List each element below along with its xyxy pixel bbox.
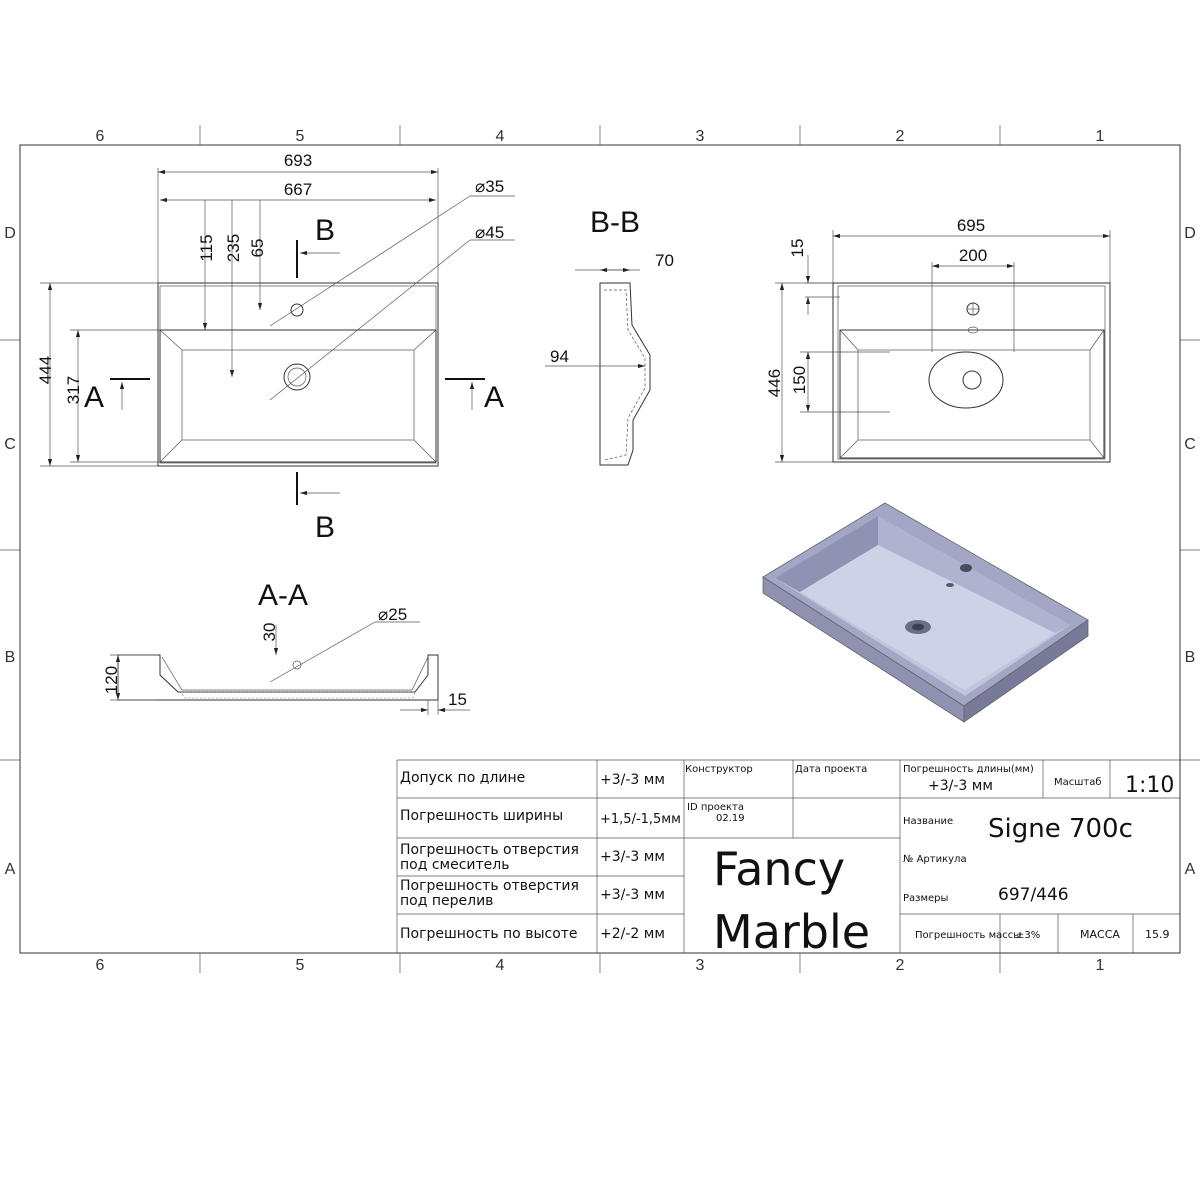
dim-200: 200 [959,246,987,265]
length-tolerance: +3/-3 мм [928,778,993,794]
section-mark-a-left: A [84,381,104,414]
title-block: Допуск по длине +3/-3 мм Погрешность шир… [396,759,1180,959]
row-label: C [4,436,16,453]
name-label: Название [903,816,953,827]
length-tolerance-label: Погрешность длины(мм) [903,764,1034,775]
section-mark-a-right: A [484,381,504,414]
dim-25: ⌀25 [378,605,407,624]
section-mark-b-top: B [315,214,335,247]
drain-hole [283,363,311,391]
size-label: Размеры [903,893,948,904]
dim-15-aa: 15 [448,690,467,709]
dim-317: 317 [64,376,83,404]
row-label: D [1184,225,1196,242]
tolerance-label: Погрешность по высоте [400,926,578,942]
dim-height-444: 444 [36,356,55,384]
tolerance-label-text: Погрешность отверстия [400,878,579,894]
section-bb-title: B-B [590,206,640,239]
col-label: 3 [696,957,705,974]
dim-695: 695 [957,216,985,235]
dim-inner-width: 667 [284,180,312,199]
col-label: 1 [1096,957,1105,974]
column-labels-top: 6 5 4 3 2 1 [96,128,1105,145]
tolerance-label-text: под смеситель [400,857,509,873]
col-label: 2 [896,128,905,145]
product-name: Signe 700c [988,814,1133,844]
col-label: 1 [1096,128,1105,145]
article-label: № Артикула [903,854,967,865]
date-label: Дата проекта [795,764,867,775]
col-label: 2 [896,957,905,974]
row-label: C [1184,436,1196,453]
tolerance-value: +1,5/-1,5мм [600,812,681,827]
tolerance-label-text: Погрешность отверстия [400,842,579,858]
mass-tolerance: ±3% [1016,930,1040,941]
tolerance-value: +3/-3 мм [600,849,665,865]
row-label: B [5,649,16,666]
section-aa-title: A-A [258,579,308,612]
frame-ticks [0,125,1200,973]
row-label: A [5,861,16,878]
column-labels-bottom: 6 5 4 3 2 1 [96,957,1105,974]
tolerance-label-text: под перелив [400,893,493,909]
top-view: 693 667 115 235 65 ⌀35 ⌀45 444 317 B B A… [36,151,515,544]
project-id: 02.19 [716,813,745,824]
side-view: 695 200 15 150 446 [765,216,1111,463]
row-label: A [1185,861,1196,878]
section-aa: A-A 30 ⌀25 120 15 [102,579,470,715]
dim-70: 70 [655,251,674,270]
dim-235: 235 [224,234,243,262]
dim-hole-35: ⌀35 [475,177,504,196]
mass-value: 15.9 [1145,928,1170,941]
col-label: 3 [696,128,705,145]
col-label: 4 [496,957,505,974]
section-bb: B-B 70 94 [545,206,674,466]
drain-oval [928,351,1004,409]
dim-94: 94 [550,347,569,366]
col-label: 6 [96,128,105,145]
tolerance-value: +3/-3 мм [600,772,665,788]
dim-30: 30 [260,623,279,642]
brand-line-1: Fancy [713,842,845,896]
sink-3d-render [762,502,1089,723]
mass-tolerance-label: Погрешность массы [915,930,1021,941]
section-mark-b-bottom: B [315,511,335,544]
scale-label: Масштаб [1054,777,1102,788]
row-label: D [4,225,16,242]
col-label: 5 [296,128,305,145]
brand-line-2: Marble [713,905,870,959]
dim-446: 446 [765,369,784,397]
dim-65: 65 [248,239,267,258]
tolerance-label: Допуск по длине [400,770,525,786]
designer-label: Конструктор [685,764,753,775]
scale-value: 1:10 [1125,773,1174,798]
dim-115: 115 [197,234,216,261]
tolerance-value: +2/-2 мм [600,926,665,942]
tolerance-label: Погрешность ширины [400,808,563,824]
row-labels: D C B A D C B A [4,225,1196,878]
dim-hole-45: ⌀45 [475,223,504,242]
dim-150: 150 [790,366,809,394]
col-label: 6 [96,957,105,974]
faucet-hole [290,303,304,317]
dim-outer-width: 693 [284,151,312,170]
mass-label: МАССА [1080,928,1120,941]
project-id-label: ID проекта [687,802,744,813]
dim-120: 120 [102,666,121,694]
col-label: 4 [496,128,505,145]
row-label: B [1185,649,1196,666]
tolerance-value: +3/-3 мм [600,887,665,903]
col-label: 5 [296,957,305,974]
product-size: 697/446 [998,885,1069,905]
dim-15: 15 [788,239,807,258]
